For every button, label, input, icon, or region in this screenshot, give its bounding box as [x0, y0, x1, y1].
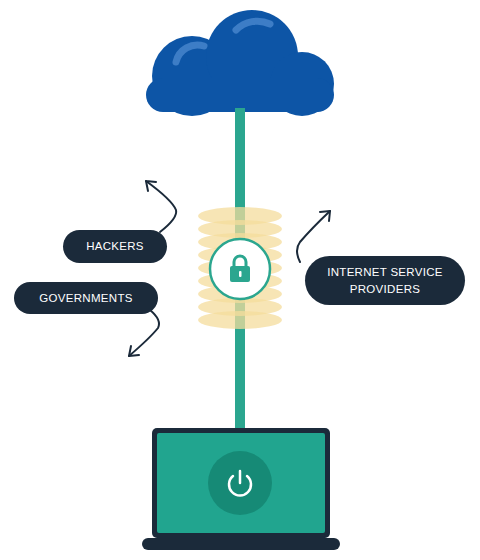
cloud-highlight	[236, 21, 270, 30]
laptop-frame	[152, 428, 330, 538]
laptop-base	[142, 538, 340, 550]
pill-label: INTERNET SERVICE PROVIDERS	[321, 264, 449, 298]
lock-keyhole	[239, 271, 242, 277]
label-pill: HACKERS	[63, 230, 167, 263]
lock-body	[230, 266, 250, 282]
arrow-head	[129, 346, 139, 356]
cloud-highlight	[176, 45, 204, 62]
laptop-screen	[157, 433, 325, 533]
label-pill: GOVERNMENTS	[14, 282, 158, 314]
power-symbol	[239, 471, 242, 483]
deflect-arrow	[146, 181, 176, 232]
arrow-head	[320, 211, 330, 221]
shield-disc	[198, 311, 282, 329]
label-pill: INTERNET SERVICE PROVIDERS	[305, 256, 465, 305]
pill-label: GOVERNMENTS	[39, 290, 132, 307]
shield-discs	[198, 207, 282, 329]
deflect-arrows	[129, 181, 330, 356]
cloud	[146, 10, 334, 116]
deflect-arrow	[297, 211, 330, 262]
deflect-arrow	[129, 310, 159, 356]
lock-badge	[210, 239, 270, 299]
lock-shackle	[234, 256, 246, 267]
power-button	[208, 451, 272, 515]
arrow-head	[146, 181, 156, 191]
pill-label: HACKERS	[86, 238, 144, 255]
cloud-part	[146, 78, 334, 112]
